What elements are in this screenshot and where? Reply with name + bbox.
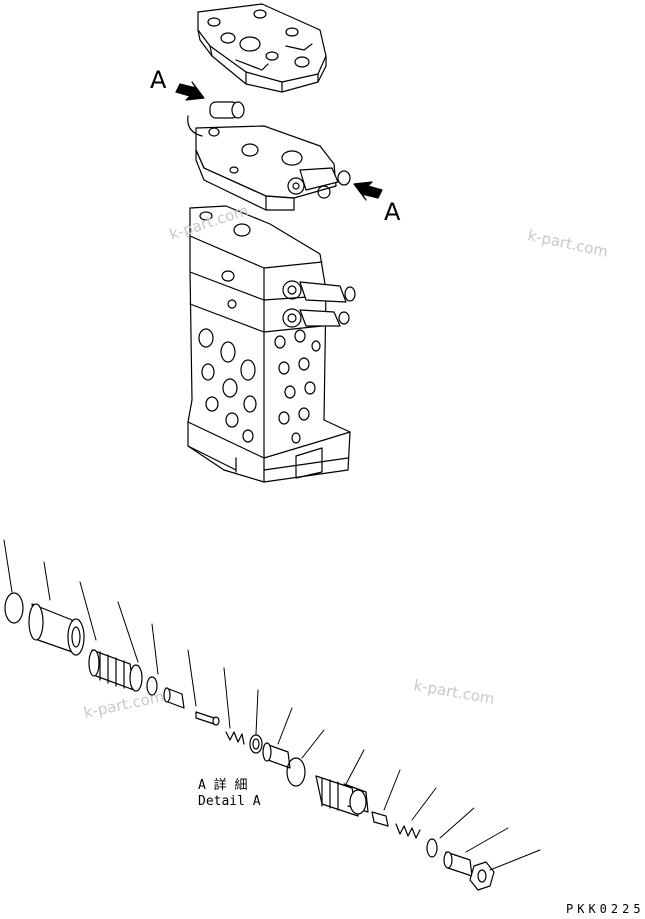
part-ring-4 [146,676,158,696]
part-bolt [371,811,389,827]
part-pin [195,711,215,725]
detail-caption: A 詳 細 Detail A [198,778,261,810]
part-plug [315,775,369,817]
part-spool [88,649,143,692]
part-washer [249,734,263,754]
part-sleeve [28,603,85,656]
drawing-code: PKK0225 [566,902,645,916]
valve-stack [187,205,356,483]
part-nut [469,861,495,891]
valve-section [187,101,351,211]
part-seal [426,838,438,858]
part-spring-13 [395,823,421,839]
view-arrow-right [353,181,383,201]
cover-plate [197,3,327,93]
detail-caption-jp: A 詳 細 [198,778,248,793]
view-arrow-label-left: A [150,66,167,94]
detail-a-parts [3,539,541,891]
detail-caption-en: Detail A [198,794,261,809]
view-arrow-label-right: A [384,198,401,226]
view-arrow-left [175,81,205,101]
leader-lines [3,539,541,871]
part-spring-7 [225,731,245,745]
part-o-ring-10 [286,757,306,787]
part-o-ring-1 [4,592,24,624]
